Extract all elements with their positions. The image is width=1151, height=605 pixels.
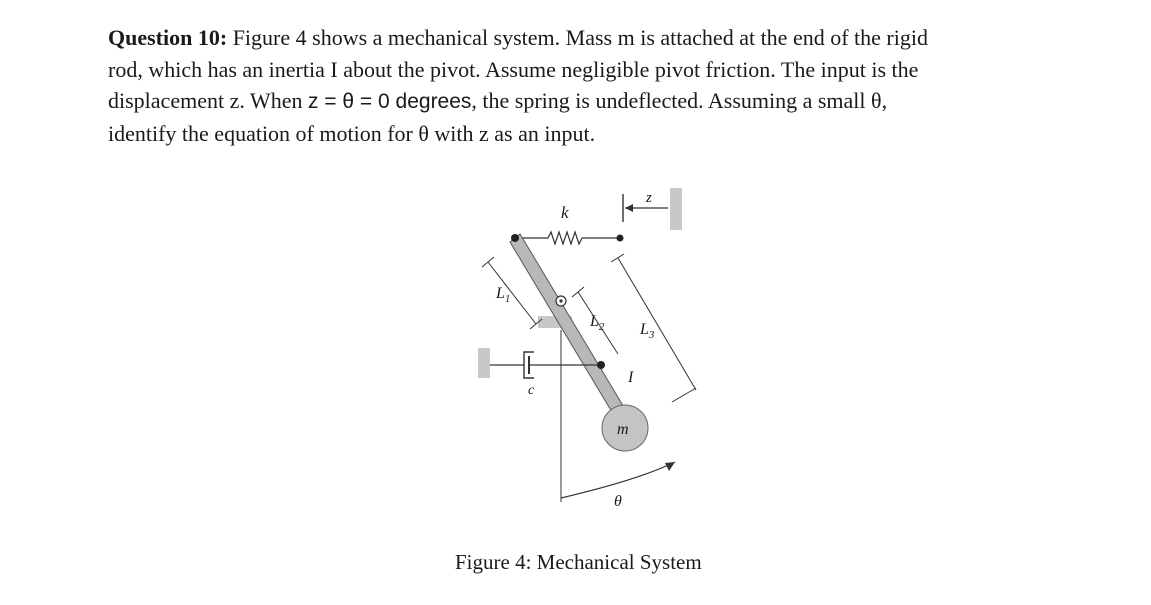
spring-end-point bbox=[616, 234, 624, 242]
label-L1: L1 bbox=[495, 285, 510, 305]
label-L2: L2 bbox=[589, 313, 605, 333]
question-line-1-text: Figure 4 shows a mechanical system. Mass… bbox=[227, 25, 928, 50]
pivot-center bbox=[559, 299, 563, 303]
L1-tick-top bbox=[481, 256, 495, 268]
z-arrow-head bbox=[625, 204, 633, 212]
right-wall bbox=[670, 188, 682, 230]
label-L3: L3 bbox=[639, 321, 655, 341]
L1-tick-bottom bbox=[529, 318, 543, 330]
label-I: I bbox=[627, 369, 634, 386]
figure-caption: Figure 4: Mechanical System bbox=[455, 550, 702, 574]
question-line-1: Question 10: Figure 4 shows a mechanical… bbox=[108, 22, 1048, 54]
question-label: Question 10: bbox=[108, 25, 228, 50]
damper-cylinder bbox=[523, 351, 534, 379]
figure-svg: z k m c θ L1 bbox=[478, 188, 697, 510]
L1-dimension-line bbox=[487, 261, 537, 325]
question-line-2: rod, which has an inertia I about the pi… bbox=[108, 56, 919, 82]
spring bbox=[547, 230, 583, 246]
question-line-4: identify the equation of motion for θ wi… bbox=[108, 120, 596, 146]
label-z: z bbox=[645, 190, 652, 206]
L2-tick-top bbox=[571, 286, 585, 298]
mechanical-system-figure: z k m c θ L1 bbox=[468, 180, 698, 515]
label-k: k bbox=[561, 203, 569, 222]
question-line-3c: , the spring is undeflected. Assuming a … bbox=[471, 88, 888, 113]
left-wall bbox=[478, 348, 490, 378]
label-m: m bbox=[617, 421, 629, 438]
label-theta: θ bbox=[614, 493, 622, 510]
label-c: c bbox=[528, 383, 535, 398]
question-line-3a: displacement z. When bbox=[108, 88, 308, 113]
L3-dimension-line bbox=[617, 257, 697, 391]
damper-joint bbox=[597, 361, 605, 369]
theta-arrow-head bbox=[665, 462, 675, 471]
L3-tick-bottom bbox=[671, 387, 697, 403]
question-text: Question 10: Figure 4 shows a mechanical… bbox=[108, 22, 1048, 149]
initial-condition: z = θ = 0 degrees bbox=[307, 90, 472, 113]
L3-tick-top bbox=[610, 253, 625, 263]
L2-dimension-line bbox=[577, 291, 619, 355]
question-line-3: displacement z. When z = θ = 0 degrees, … bbox=[108, 85, 1048, 118]
mass bbox=[601, 404, 649, 452]
rod-top-joint bbox=[511, 234, 519, 242]
